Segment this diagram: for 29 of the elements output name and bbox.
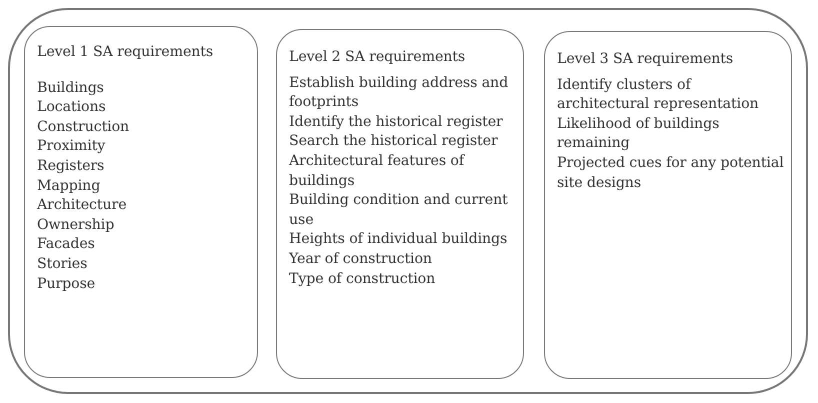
list-item: Proximity — [37, 137, 106, 156]
list-item: Identify clusters of architectural representation — [557, 76, 760, 114]
box-heading: Level 1 SA requirements — [37, 43, 214, 62]
rounded-box — [276, 29, 524, 379]
list-item: Identify the historical register — [289, 112, 504, 132]
list-item: Locations — [37, 98, 107, 118]
rounded-box — [544, 31, 792, 379]
list-item: Registers — [37, 156, 106, 176]
list-item: Mapping — [37, 176, 102, 196]
outer-container — [8, 8, 808, 394]
list-item: Year of construction — [289, 250, 433, 269]
box-heading: Level 3 SA requirements — [557, 50, 734, 69]
rounded-box — [24, 26, 258, 378]
list-item: Heights of individual buildings — [289, 230, 508, 250]
list-item: Establish building address and footprints — [289, 74, 510, 112]
list-item: Likelihood of buildings remaining — [557, 114, 720, 154]
list-item: Construction — [37, 118, 130, 137]
list-item: Ownership — [37, 216, 116, 235]
list-item: Building condition and current use — [289, 191, 509, 230]
list-item: Stories — [37, 254, 88, 274]
list-item: Architecture — [37, 196, 128, 216]
list-item: Type of construction — [289, 270, 436, 289]
list-item: Architectural features of buildings — [289, 152, 466, 191]
box-heading: Level 2 SA requirements — [289, 48, 466, 67]
list-item: Buildings — [37, 78, 105, 98]
list-item: Search the historical register — [289, 132, 499, 152]
list-item: Projected cues for any potential site designs — [557, 154, 785, 193]
list-item: Purpose — [37, 274, 96, 294]
list-item: Facades — [37, 235, 96, 254]
